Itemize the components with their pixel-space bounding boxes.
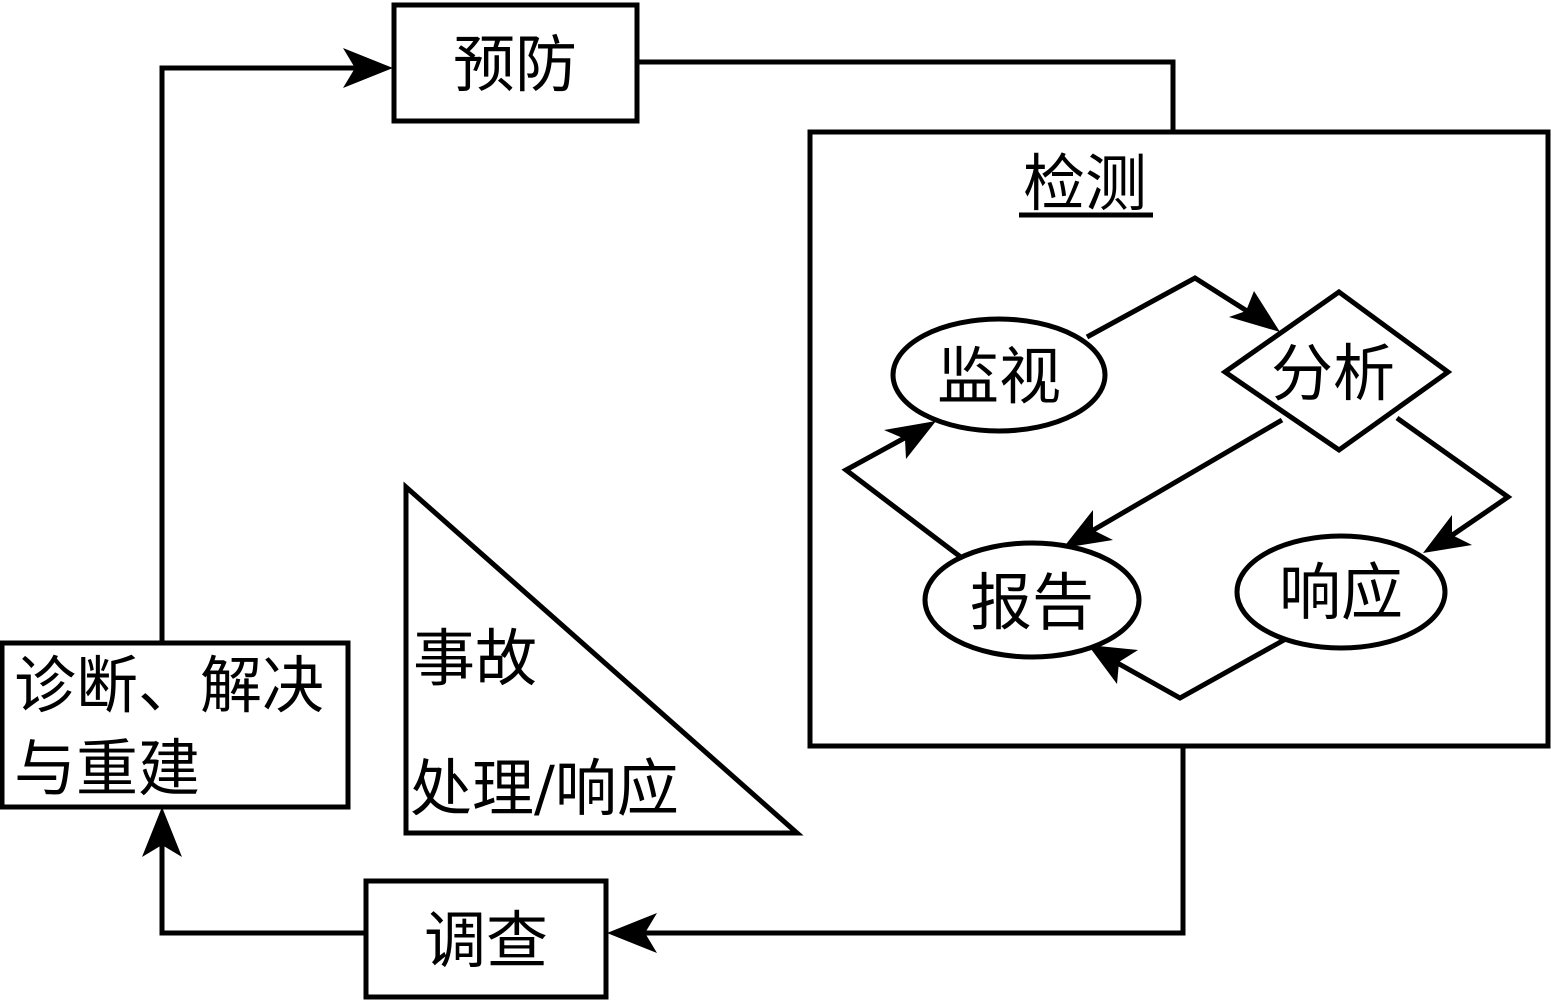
arrowhead-to-report-from-respond: [1088, 645, 1138, 684]
arrowhead-to-analyze: [1229, 291, 1280, 332]
connector-respond-report: [1110, 637, 1286, 701]
diagnosis-box: [0, 640, 351, 810]
report-node: [922, 540, 1142, 660]
arrowhead-to-prevention: [343, 48, 393, 88]
arrowhead-to-report-from-analyze: [1063, 510, 1113, 548]
investigation-label: 调查: [424, 904, 548, 977]
incident-triangle: [403, 481, 804, 836]
analyze-node: [1220, 288, 1453, 454]
incident-label-line1: 事故: [413, 622, 537, 695]
arrowhead-to-diagnosis: [142, 807, 182, 857]
connector-detection-investigation: [640, 745, 1186, 936]
prevention-label: 预防: [453, 28, 577, 101]
monitor-label: 监视: [937, 340, 1061, 413]
connector-analyze-respond: [1395, 415, 1513, 541]
monitor-node: [890, 316, 1108, 434]
analyze-label: 分析: [1271, 337, 1395, 410]
diagnosis-label-line1: 诊断、解决: [14, 649, 324, 722]
connector-investigation-diagnosis: [159, 840, 365, 936]
connector-report-monitor: [841, 432, 964, 560]
connector-monitor-analyze: [1085, 275, 1260, 340]
arrowhead-to-respond: [1423, 515, 1472, 553]
connector-analyze-report: [1088, 417, 1284, 535]
report-label: 报告: [970, 566, 1094, 639]
arrowhead-to-investigation: [607, 913, 657, 953]
prevention-box: [391, 2, 640, 124]
respond-label: 响应: [1279, 556, 1403, 629]
respond-node: [1234, 533, 1448, 651]
diagnosis-label-line2: 与重建: [14, 732, 200, 805]
investigation-box: [363, 878, 609, 1000]
incident-label-line2: 处理/响应: [410, 752, 679, 825]
arrowhead-to-monitor: [884, 421, 936, 459]
connector-diagnosis-prevention: [159, 65, 360, 642]
connector-prevention-detection: [637, 59, 1176, 133]
detection-title: 检测: [1023, 147, 1147, 220]
